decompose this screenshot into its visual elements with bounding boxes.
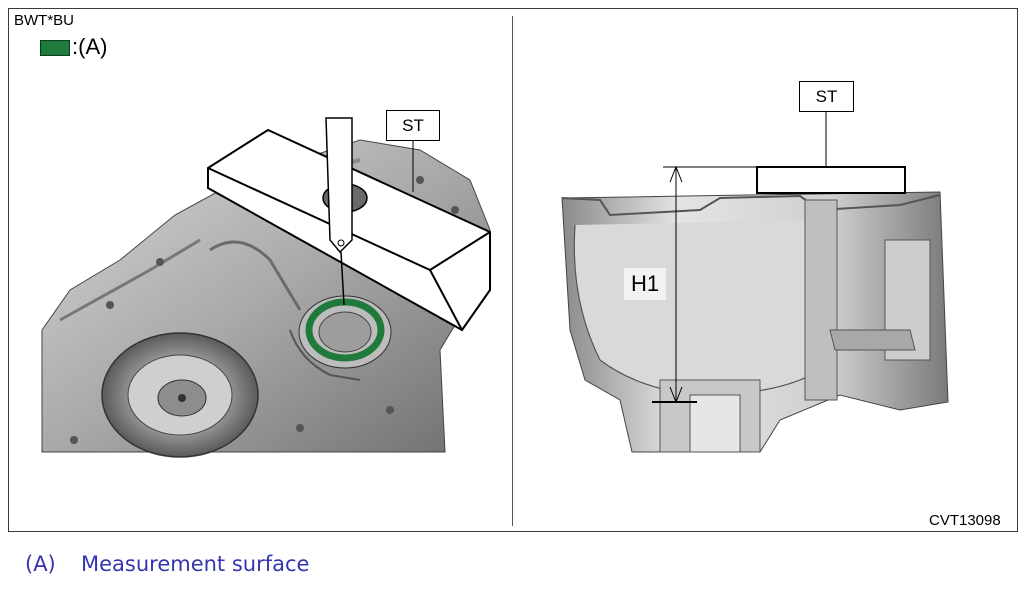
caption-text: Measurement surface — [81, 552, 310, 576]
measurement-surface-swatch — [40, 40, 70, 56]
case-cross-section-illustration — [561, 191, 949, 453]
model-code-label: BWT*BU — [14, 12, 74, 29]
depth-gauge-probe — [325, 117, 353, 306]
panel-divider — [512, 16, 513, 526]
st-callout-left: ST — [386, 110, 440, 141]
st-callout-right: ST — [799, 81, 854, 112]
straightedge-tool-right — [756, 112, 906, 194]
figure-id: CVT13098 — [929, 512, 1001, 529]
caption: (A) Measurement surface — [25, 552, 309, 576]
legend-label: :(A) — [72, 34, 108, 59]
h1-dimension-line — [663, 165, 757, 404]
h1-dimension-label: H1 — [624, 268, 666, 300]
figure-frame — [8, 8, 1018, 532]
caption-marker: (A) — [25, 552, 56, 576]
